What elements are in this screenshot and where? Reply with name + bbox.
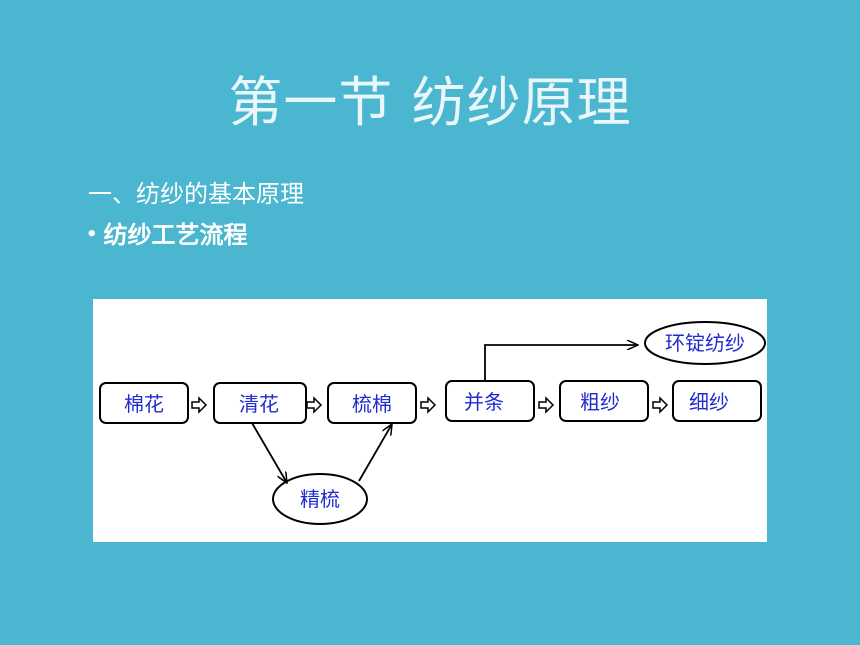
node-jingshu-label: 精梳	[300, 487, 340, 511]
bullet-text: 纺纱工艺流程	[103, 221, 248, 249]
bullet-dot-icon: •	[86, 224, 98, 245]
node-mianhua: 棉花	[99, 382, 189, 424]
node-bingtiao: 并条	[445, 380, 535, 422]
node-shumian: 梳棉	[327, 382, 417, 424]
node-cusha-label: 粗纱	[580, 390, 620, 414]
slide-title: 第一节 纺纱原理	[228, 71, 632, 134]
node-huanding-label: 环锭纺纱	[665, 331, 745, 355]
bullet-item: •纺纱工艺流程	[86, 215, 248, 250]
branch-connectors	[251, 345, 638, 483]
node-cusha: 粗纱	[559, 380, 649, 422]
process-flow-diagram: 棉花 清花 梳棉 并条 粗纱 细纱 精梳 环锭纺纱	[93, 299, 767, 542]
node-bingtiao-label: 并条	[464, 390, 504, 414]
node-mianhua-label: 棉花	[124, 392, 164, 416]
node-xisha: 细纱	[672, 380, 762, 422]
section-heading: 一、纺纱的基本原理	[88, 180, 304, 208]
node-jingshu: 精梳	[272, 473, 368, 525]
flow-arrow-icon	[191, 396, 669, 414]
node-shumian-label: 梳棉	[352, 392, 392, 416]
node-qinghua-label: 清花	[239, 392, 279, 416]
node-huanding: 环锭纺纱	[644, 321, 766, 365]
node-xisha-label: 细纱	[689, 390, 729, 414]
node-qinghua: 清花	[213, 382, 307, 424]
flow-canvas: 棉花 清花 梳棉 并条 粗纱 细纱 精梳 环锭纺纱	[99, 321, 766, 525]
